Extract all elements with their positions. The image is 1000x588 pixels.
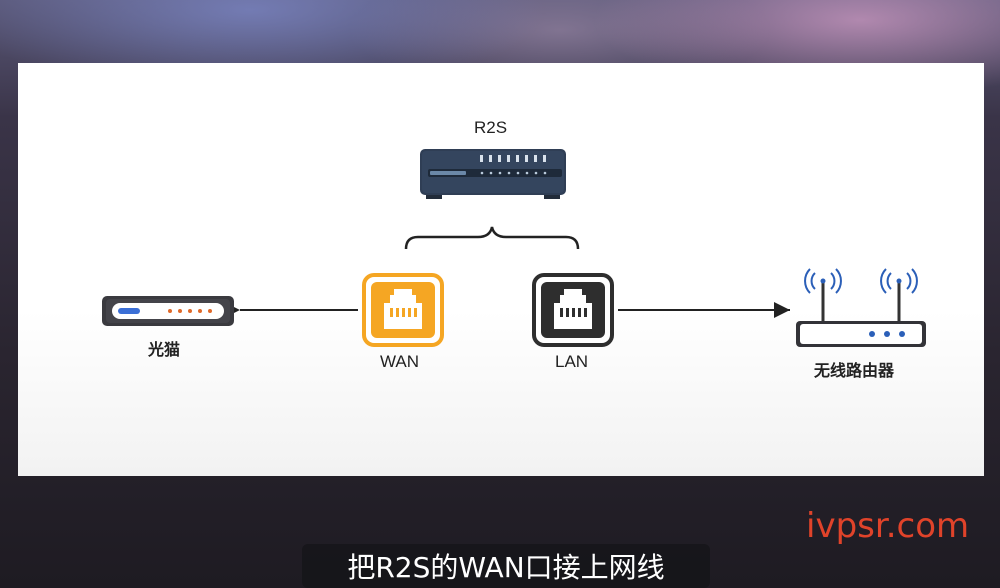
diagram-panel: R2S WAN LAN 光猫 无线路由器 bbox=[18, 63, 984, 476]
r2s-device-icon bbox=[420, 149, 566, 199]
watermark-text: ivpsr.com bbox=[806, 506, 970, 546]
lan-label: LAN bbox=[555, 352, 589, 371]
network-diagram bbox=[102, 149, 926, 347]
lan-port-icon bbox=[532, 273, 614, 347]
modem-device-icon bbox=[102, 296, 234, 326]
r2s-label: R2S bbox=[474, 118, 508, 137]
subtitle-text: 把R2S的WAN口接上网线 bbox=[347, 551, 665, 584]
subtitle-box: 把R2S的WAN口接上网线 bbox=[302, 544, 710, 588]
router-label: 无线路由器 bbox=[814, 361, 895, 380]
wireless-router-icon bbox=[796, 268, 926, 347]
modem-label: 光猫 bbox=[148, 340, 181, 359]
wan-label: WAN bbox=[380, 352, 420, 371]
wan-port-icon bbox=[362, 273, 444, 347]
brace-connector bbox=[404, 226, 580, 250]
